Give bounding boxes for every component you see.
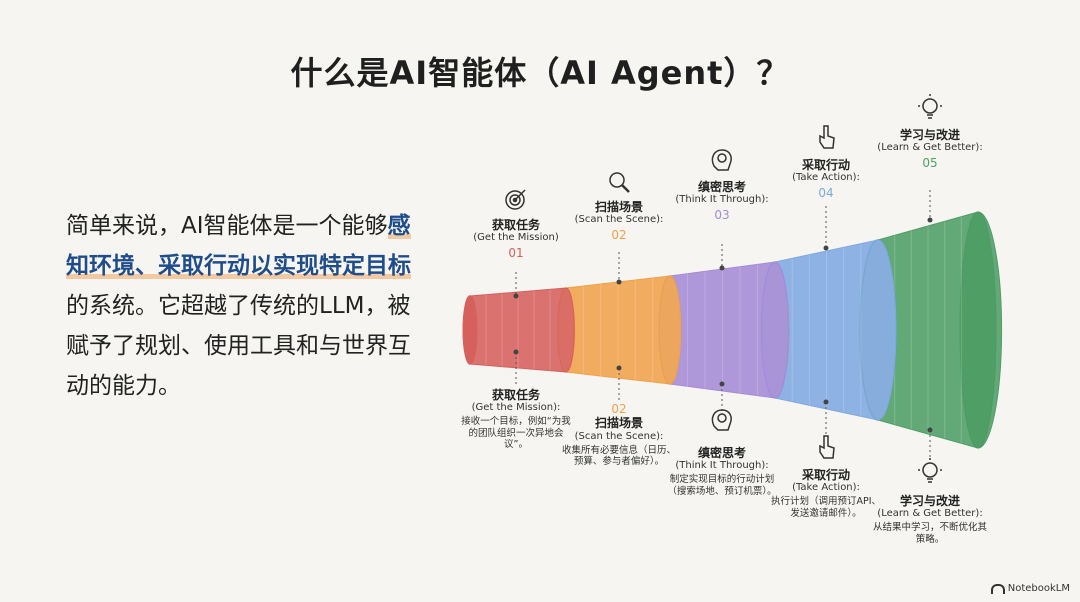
step-number: 04 xyxy=(818,186,834,201)
step-label-bottom-01: 获取任务(Get the Mission): 接收一个目标，例如“为我的团队组织一… xyxy=(458,388,574,451)
intro-text: 简单来说，AI智能体是一个能够感知环境、采取行动以实现特定目标的系统。它超越了传… xyxy=(66,206,426,406)
guide-dot-top-02 xyxy=(616,279,622,285)
guide-dot-top-05 xyxy=(927,217,933,223)
funnel-band-01 xyxy=(462,287,575,373)
lightbulb-icon xyxy=(918,458,942,483)
magnifier-icon xyxy=(609,172,630,193)
step-label-top-02: 扫描场景(Scan the Scene): 02 xyxy=(559,200,679,243)
step-description: 从结果中学习，不断优化其策略。 xyxy=(872,522,987,545)
step-description: 制定实现目标的行动计划（搜索场地、预订机票）。 xyxy=(667,474,777,497)
step-number: 01 xyxy=(508,246,524,261)
step-title: 获取任务 xyxy=(491,388,540,402)
step-title: 采取行动 xyxy=(801,468,850,482)
step-description: 接收一个目标，例如“为我的团队组织一次异地会议”。 xyxy=(461,416,571,451)
step-english-title: (Scan the Scene): xyxy=(574,214,664,226)
step-description: 执行计划（调用预订API、发送邀请邮件）。 xyxy=(770,496,882,519)
step-title: 缜密思考 xyxy=(697,180,746,194)
step-description: 收集所有必要信息（日历、预算、参与者偏好）。 xyxy=(561,444,676,468)
step-english-title: (Learn & Get Better): xyxy=(877,508,983,520)
brain-icon xyxy=(711,409,732,431)
hand-pointer-icon xyxy=(819,435,835,459)
step-title: 学习与改进 xyxy=(899,128,960,142)
step-english-title: (Learn & Get Better): xyxy=(877,142,983,154)
intro-text-end: 的系统。它超越了传统的LLM，被赋予了规划、使用工具和与世界互动的能力。 xyxy=(66,293,411,399)
step-number: 02 xyxy=(611,402,627,416)
notebooklm-logo-icon xyxy=(990,583,1005,594)
page-title: 什么是AI智能体（AI Agent）？ xyxy=(290,54,790,92)
step-english-title: (Think It Through): xyxy=(675,194,769,206)
step-english-title: (Take Action): xyxy=(792,172,860,184)
step-label-top-03: 缜密思考(Think It Through): 03 xyxy=(667,180,777,223)
step-number: 03 xyxy=(714,208,730,223)
band-opening-01 xyxy=(462,295,478,365)
step-title: 采取行动 xyxy=(801,158,850,172)
step-label-bottom-03: 缜密思考(Think It Through): 制定实现目标的行动计划（搜索场地、… xyxy=(664,446,780,497)
guide-dot-bottom-05 xyxy=(927,427,933,433)
step-english-title: (Take Action): xyxy=(792,482,860,494)
step-number: 02 xyxy=(611,228,627,243)
step-title: 学习与改进 xyxy=(899,494,960,508)
step-label-top-05: 学习与改进(Learn & Get Better): 05 xyxy=(875,128,985,171)
step-number: 05 xyxy=(922,156,938,171)
target-icon xyxy=(505,189,526,210)
step-english-title: (Think It Through): xyxy=(675,460,769,472)
step-title: 获取任务 xyxy=(491,218,540,232)
guide-dot-bottom-01 xyxy=(513,349,519,355)
brand-label: NotebookLM xyxy=(1007,583,1070,594)
guide-dot-top-01 xyxy=(513,293,519,299)
hand-pointer-icon xyxy=(819,125,835,149)
step-english-title: (Get the Mission) xyxy=(473,232,559,244)
step-english-title: (Scan the Scene): xyxy=(574,430,664,442)
step-label-bottom-05: 学习与改进(Learn & Get Better): 从结果中学习，不断优化其策略… xyxy=(872,494,988,545)
step-label-bottom-04: 采取行动(Take Action): 执行计划（调用预订API、发送邀请邮件）。 xyxy=(768,468,884,519)
guide-dot-top-03 xyxy=(719,265,725,271)
guide-dot-top-04 xyxy=(823,245,829,251)
intro-text-start: 简单来说，AI智能体是一个能够 xyxy=(66,213,388,239)
notebooklm-brand: NotebookLM xyxy=(990,583,1070,594)
step-label-top-01: 获取任务(Get the Mission) 01 xyxy=(461,218,571,261)
step-title: 缜密思考 xyxy=(697,446,746,460)
step-title: 扫描场景 xyxy=(594,416,643,431)
step-english-title: (Get the Mission): xyxy=(471,402,561,414)
brain-icon xyxy=(711,149,732,171)
guide-dot-bottom-02 xyxy=(616,365,622,371)
step-label-top-04: 采取行动(Take Action): 04 xyxy=(771,158,881,201)
guide-dot-bottom-04 xyxy=(823,399,829,405)
guide-dot-bottom-03 xyxy=(719,381,725,387)
lightbulb-icon xyxy=(918,94,942,119)
step-title: 扫描场景 xyxy=(594,200,643,214)
